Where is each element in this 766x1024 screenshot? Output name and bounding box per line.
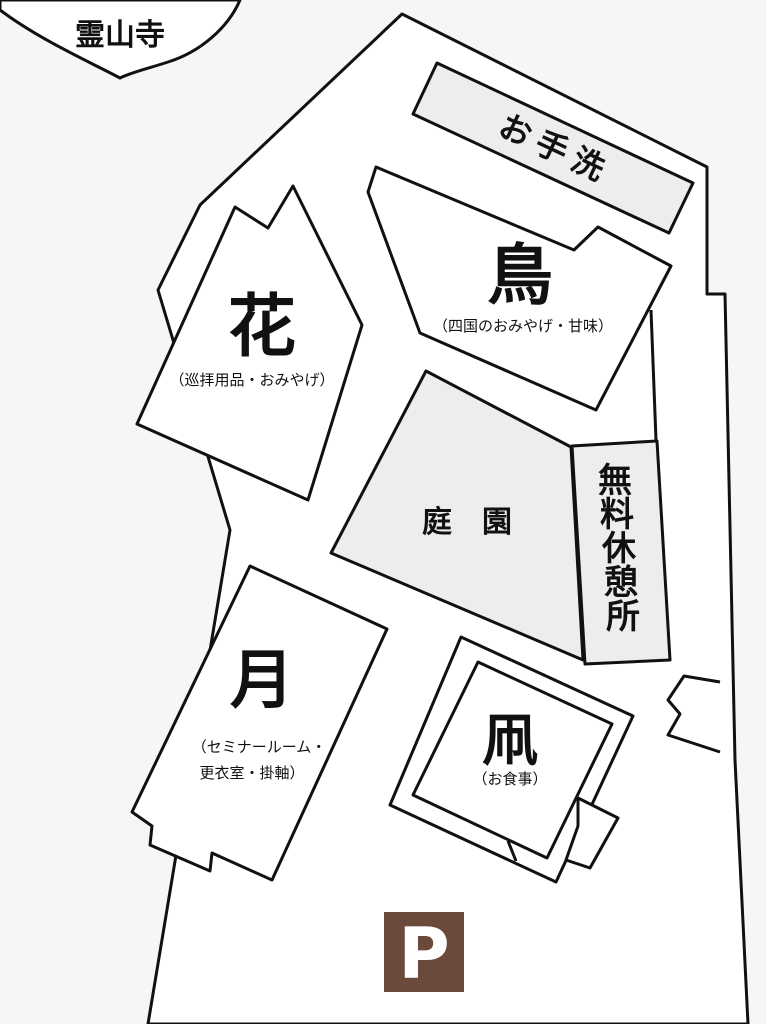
parking-badge [384,912,464,992]
parking-label: P [398,913,449,995]
restaurant-kaze-desc: （お食事） [472,770,547,788]
shop-tori-char: 鳥 [487,236,553,314]
rest-area-char-3: 休 [601,529,637,569]
rest-area-char-1: 無 [598,461,632,501]
temple-label: 霊山寺 [75,18,165,53]
garden-area[interactable]: 庭 園 [329,369,585,662]
restaurant-kaze-char: 凧 [482,708,538,774]
hall-tsuki-char: 月 [230,643,294,718]
shop-hana-building[interactable]: 花 （巡拝用品・おみやげ） [135,184,364,502]
east-annex [666,674,721,754]
shop-tori-building[interactable]: 鳥 （四国のおみやげ・甘味） [366,165,673,412]
hall-tsuki-building[interactable]: 月 （セミナールーム・ 更衣室・掛軸） [130,564,389,882]
shop-hana-desc: （巡拝用品・おみやげ） [169,371,334,389]
rest-area-building[interactable]: 無 料 休 憩 所 [570,439,672,666]
shop-tori-desc: （四国のおみやげ・甘味） [433,317,613,335]
hall-tsuki-desc-1: （セミナールーム・ [192,738,327,756]
garden-label: 庭 園 [422,505,512,540]
temple-grounds[interactable] [0,0,242,80]
rest-area-char-5: 所 [606,597,640,637]
rest-area-char-2: 料 [600,495,634,535]
restaurant-annex-line [506,840,518,862]
shop-hana-char: 花 [228,287,296,367]
parking-sign[interactable]: P [384,912,464,995]
rest-area-char-4: 憩 [604,563,638,603]
restaurant-kaze-building[interactable]: 凧 （お食事） [388,635,635,884]
hall-tsuki-desc-2: 更衣室・掛軸） [199,764,304,782]
path-line [649,309,658,441]
